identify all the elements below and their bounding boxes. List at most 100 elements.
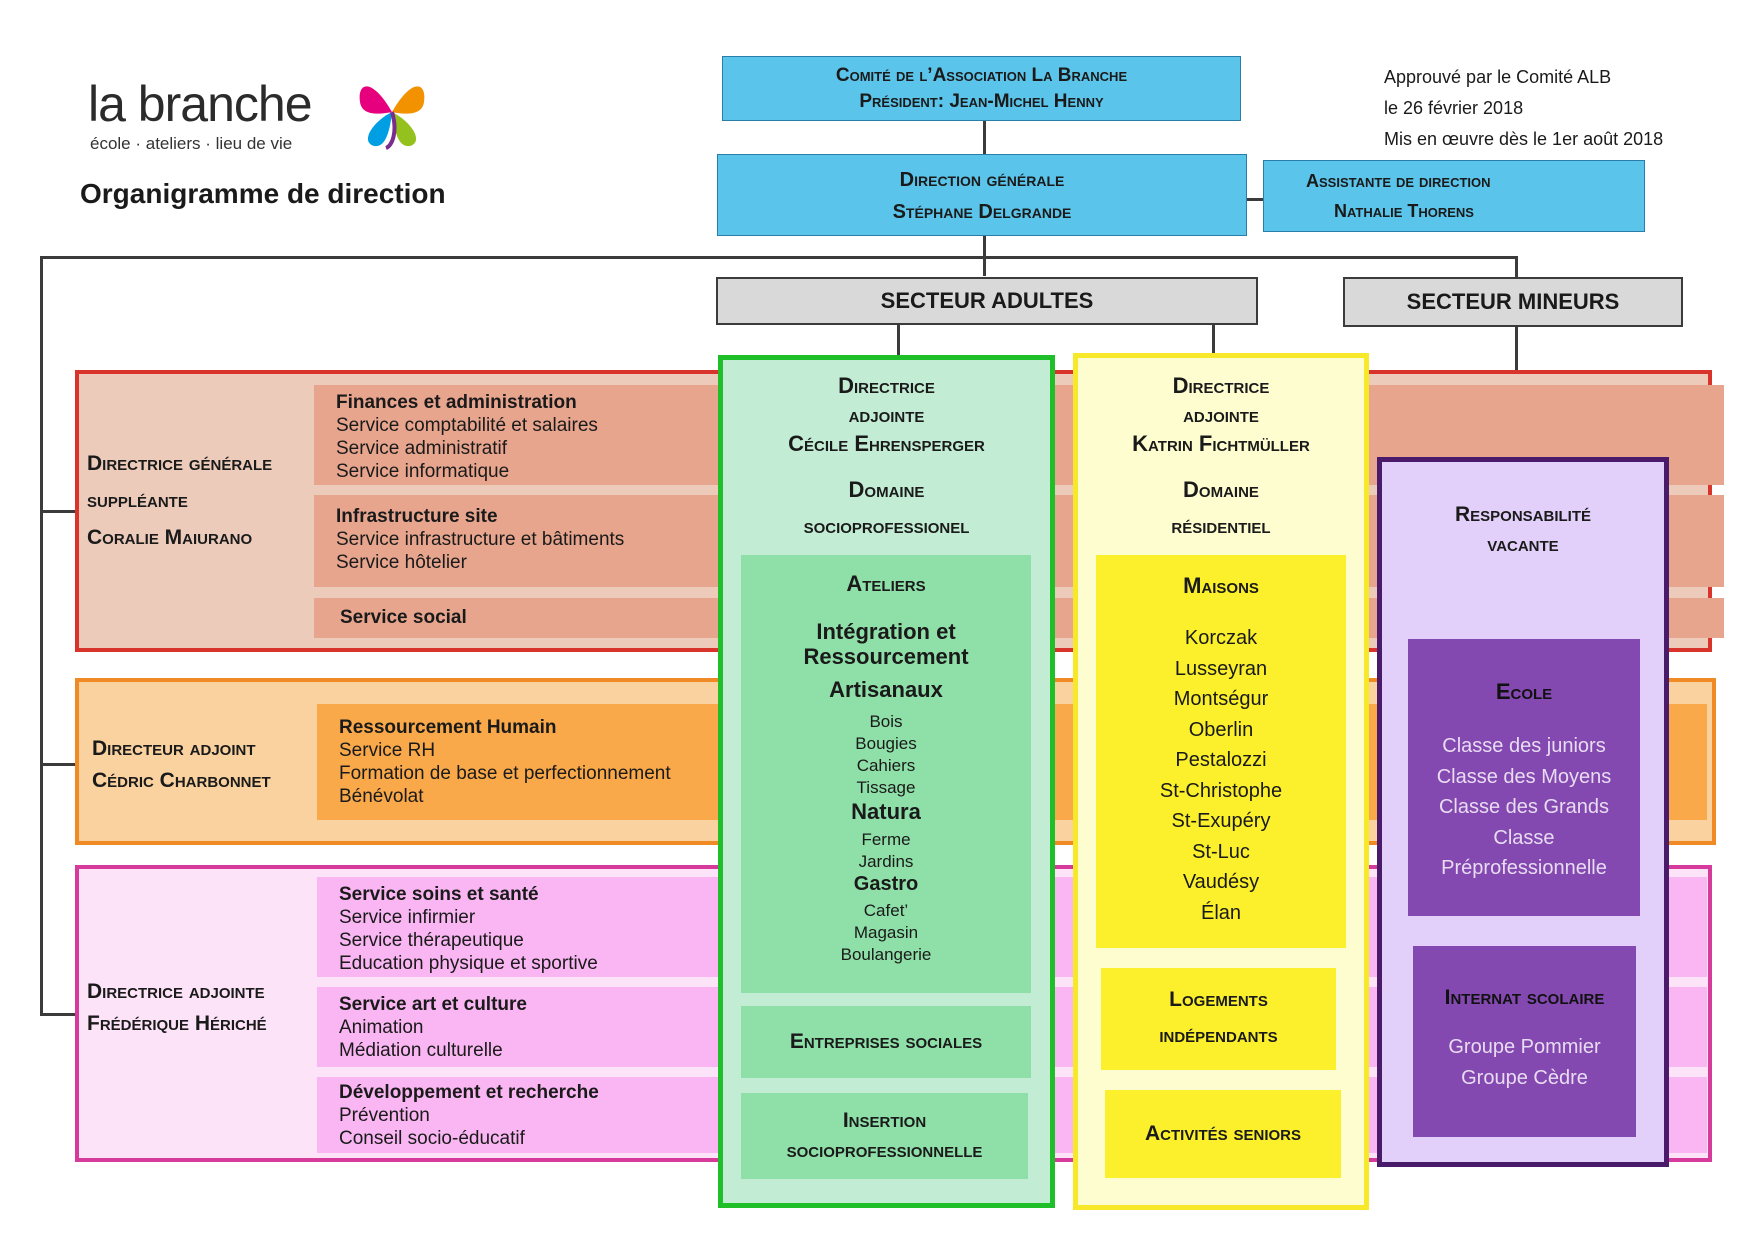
connector (1212, 324, 1215, 356)
service-title: Infrastructure site (336, 506, 498, 527)
assistant-box: Assistante de direction Nathalie Thorens (1263, 160, 1645, 232)
service-title: Ressourcement Humain (339, 717, 557, 738)
maison-item: Lusseyran (1174, 657, 1268, 680)
maisons-list: Korczak Lusseyran Montségur Oberlin Pest… (1096, 623, 1346, 928)
committee-name: Comité de l’Association La Branche (835, 65, 1128, 86)
maison-item: Montségur (1173, 688, 1269, 710)
service-item: Service infirmier (339, 907, 476, 928)
committee-president: Président: Jean-Michel Henny (859, 91, 1104, 112)
artisanaux-list: Bois Bougies Cahiers Tissage (741, 711, 1031, 799)
artisanaux-title: Artisanaux (829, 677, 943, 702)
ecole-title: Ecole (1495, 679, 1553, 704)
service-item: Service thérapeutique (339, 930, 524, 951)
band-title-line: suppléante (87, 489, 188, 512)
internat-list: Groupe Pommier Groupe Cèdre (1413, 1032, 1636, 1093)
connector (40, 510, 78, 513)
maison-item: St-Exupéry (1171, 810, 1271, 832)
atelier-item: Boulangerie (840, 945, 932, 964)
yellow-head: Directrice adjointe Katrin Fichtmüller D… (1078, 371, 1364, 544)
service-item: Service administratif (336, 438, 508, 459)
band-title-line: Directrice adjointe (87, 980, 265, 1003)
maison-item: St-Luc (1192, 840, 1250, 863)
service-title: Service soins et santé (339, 884, 539, 905)
connector (983, 120, 986, 154)
service-title: Développement et recherche (339, 1082, 599, 1103)
yellow-domain-line: Domaine (1183, 477, 1259, 502)
service-item: Médiation culturelle (339, 1040, 503, 1061)
logo: la branche école · ateliers · lieu de vi… (88, 76, 448, 156)
logo-wordmark: la branche (88, 76, 312, 132)
service-title: Service social (340, 607, 467, 628)
ecole-item: Classe des Grands (1438, 796, 1610, 818)
green-head-line: Cécile Ehrensperger (788, 431, 985, 456)
ecole-item: Classe (1493, 826, 1555, 849)
ecole-item: Préprofessionnelle (1441, 857, 1607, 879)
green-head-line: adjointe (848, 402, 925, 427)
band-title-line: Coralie Maiurano (87, 526, 253, 549)
connector (40, 256, 43, 1016)
ateliers-box: Ateliers Intégration et Ressourcement Ar… (741, 555, 1031, 993)
approval-line: le 26 février 2018 (1384, 98, 1524, 118)
assistant-title: Assistante de direction (1306, 171, 1491, 191)
logo-tagline: école · ateliers · lieu de vie (90, 134, 293, 153)
internat-title: Internat scolaire (1444, 986, 1605, 1009)
maison-item: Élan (1200, 901, 1242, 924)
natura-title: Natura (851, 799, 921, 824)
ecole-list: Classe des juniors Classe des Moyens Cla… (1408, 731, 1640, 884)
atelier-item: Bois (869, 712, 903, 731)
connector (1515, 256, 1518, 278)
seniors-box: Activités seniors (1105, 1090, 1341, 1178)
logements-line: Logements (1169, 988, 1268, 1011)
ecole-item: Classe des juniors (1442, 735, 1606, 757)
band-orange-title: Directeur adjoint Cédric Charbonnet (92, 733, 322, 797)
maisons-box: Maisons Korczak Lusseyran Montségur Ober… (1096, 555, 1346, 948)
entreprises-box: Entreprises sociales (741, 1006, 1031, 1078)
connector (40, 1013, 78, 1016)
maison-item: Vaudésy (1182, 871, 1260, 893)
maisons-title: Maisons (1183, 573, 1259, 598)
service-title: Finances et administration (336, 392, 577, 413)
service-item: Service informatique (336, 461, 510, 482)
band-title-line: Frédérique Hériché (87, 1012, 267, 1035)
internat-item: Groupe Cèdre (1461, 1066, 1588, 1089)
committee-box: Comité de l’Association La Branche Prési… (722, 56, 1241, 121)
insertion-line: socioprofessionnelle (786, 1139, 983, 1162)
connector (1246, 198, 1263, 201)
yellow-head-line: adjointe (1183, 402, 1259, 427)
assistant-name: Nathalie Thorens (1334, 201, 1474, 221)
direction-title: Direction générale (899, 169, 1065, 191)
purple-head: Responsabilité vacante (1382, 500, 1664, 560)
yellow-head-line: Katrin Fichtmüller (1132, 431, 1310, 456)
insertion-line: Insertion (842, 1109, 927, 1132)
connector (983, 234, 986, 276)
internat-item: Groupe Pommier (1448, 1036, 1601, 1058)
natura-list: Ferme Jardins (741, 829, 1031, 873)
atelier-item: Magasin (853, 923, 919, 942)
maison-item: St-Christophe (1159, 779, 1283, 802)
yellow-domain-line: résidentiel (1171, 513, 1271, 538)
approval-line: Approuvé par le Comité ALB (1384, 67, 1612, 87)
ecole-box: Ecole Classe des juniors Classe des Moye… (1408, 639, 1640, 916)
service-item: Prévention (339, 1105, 430, 1126)
yellow-head-line: Directrice (1172, 373, 1270, 398)
atelier-item: Bougies (855, 734, 917, 753)
purple-head-line: Responsabilité (1454, 503, 1591, 526)
service-item: Bénévolat (339, 786, 424, 807)
band-title-line: Directeur adjoint (92, 737, 256, 760)
green-head-line: Directrice (838, 373, 935, 398)
service-title: Service art et culture (339, 994, 527, 1015)
band-title-line: Cédric Charbonnet (92, 769, 271, 792)
direction-name: Stéphane Delgrande (892, 201, 1072, 223)
band-pink-title: Directrice adjointe Frédérique Hériché (87, 976, 317, 1040)
insertion-box: Insertion socioprofessionnelle (741, 1093, 1028, 1179)
service-item: Service hôtelier (336, 552, 467, 573)
gastro-list: Cafet’ Magasin Boulangerie (741, 900, 1031, 966)
service-item: Formation de base et perfectionnement (339, 763, 671, 784)
ateliers-title: Ateliers (846, 571, 926, 596)
service-item: Service comptabilité et salaires (336, 415, 598, 436)
page-title: Organigramme de direction (80, 178, 446, 209)
logements-box: Logements indépendants (1101, 968, 1336, 1070)
approval-note: Approuvé par le Comité ALB le 26 février… (1384, 62, 1724, 155)
connector (40, 763, 78, 766)
service-item: Education physique et sportive (339, 953, 598, 974)
